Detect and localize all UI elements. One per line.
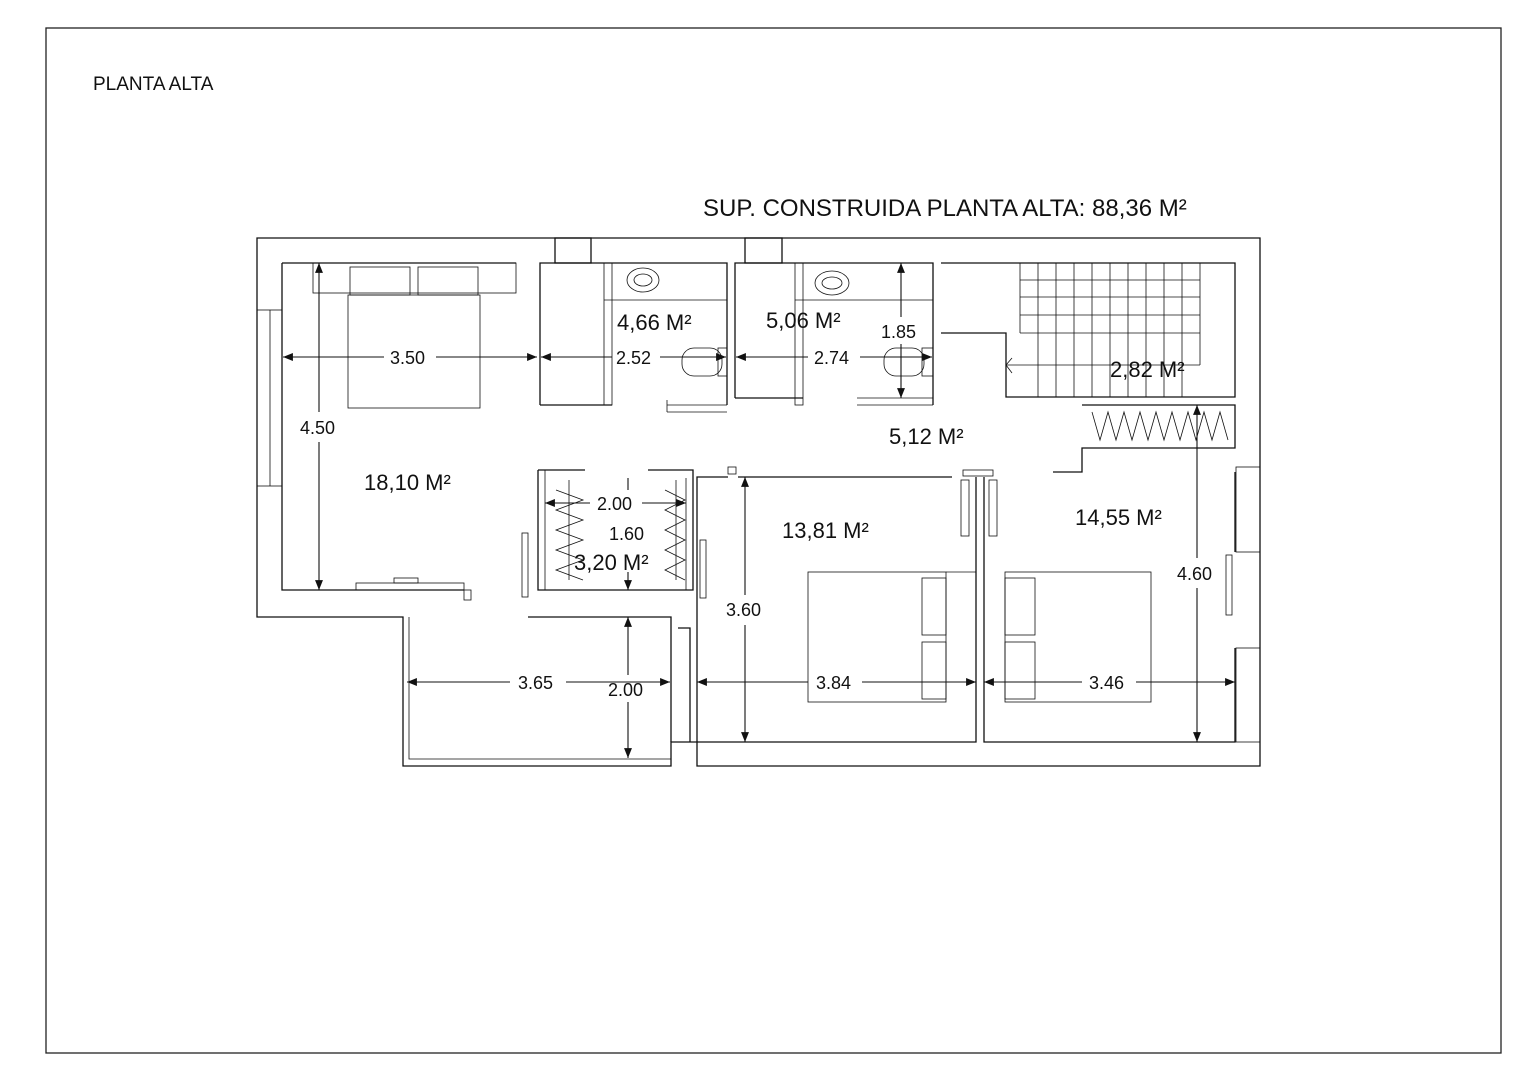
bath-1 [539,262,728,413]
dim-terrace-width: 3.65 [518,673,553,693]
dim-bath-1-width: 2.52 [616,348,651,368]
dim-bath-2-width: 2.74 [814,348,849,368]
built-area-title: SUP. CONSTRUIDA PLANTA ALTA: 88,36 M² [703,195,1187,222]
dim-master-width: 3.50 [390,348,425,368]
master-bed [312,262,517,409]
dim-bedroom-3-depth: 4.60 [1177,564,1212,584]
sheet-title: PLANTA ALTA [93,74,214,95]
dressing-room [521,469,694,598]
stair [941,262,1236,398]
bedroom-2-area: 13,81 M² [782,518,869,543]
sheet-border [45,27,1502,1054]
dressing-area: 3,20 M² [574,550,649,575]
bath-2 [734,262,934,406]
dim-bedroom-2-depth: 3.60 [726,600,761,620]
dim-bedroom-3-width: 3.46 [1089,673,1124,693]
dimension-labels: 3.50 4.50 2.52 2.74 1.85 2.00 1.60 3.65 … [300,322,1212,700]
master-bedroom-area: 18,10 M² [364,470,451,495]
bedroom-3-area: 14,55 M² [1075,505,1162,530]
hall-area: 5,12 M² [889,424,964,449]
bedroom-2 [696,466,994,743]
stair-area: 2,82 M² [1110,357,1185,382]
dimension-lines [283,263,1235,758]
bath-2-area: 5,06 M² [766,308,841,333]
master-window [256,309,283,487]
dim-dressing-width: 2.00 [597,494,632,514]
dim-bedroom-2-width: 3.84 [816,673,851,693]
dim-dressing-depth: 1.60 [609,524,644,544]
terrace [355,577,691,760]
dim-bath-2-depth: 1.85 [881,322,916,342]
bath-1-area: 4,66 M² [617,310,692,335]
dim-master-depth: 4.50 [300,418,335,438]
bedroom-3-wardrobe [1053,404,1236,473]
bedroom-3 [983,466,1261,743]
dim-terrace-depth: 2.00 [608,680,643,700]
